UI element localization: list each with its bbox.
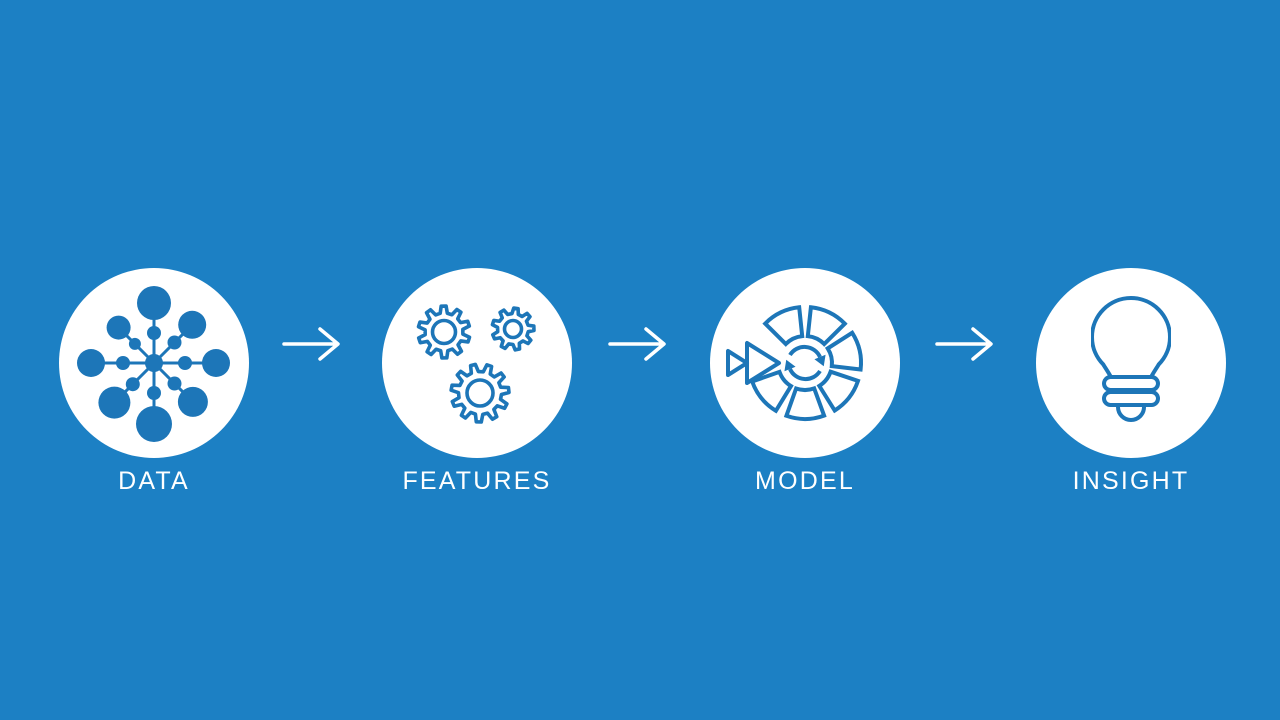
data-network-icon [77, 286, 230, 442]
step-circle [382, 268, 572, 458]
step-label: DATA [118, 467, 190, 495]
step-model: MODEL [710, 268, 900, 496]
step-label: MODEL [755, 467, 855, 495]
lightbulb-icon [1091, 296, 1171, 422]
arrow-right-icon [935, 327, 993, 361]
step-circle [1036, 268, 1226, 458]
step-features: FEATURES [382, 268, 572, 496]
model-iteration-icon [726, 305, 863, 421]
step-circle [59, 268, 249, 458]
gears-icon [416, 304, 536, 424]
step-label: INSIGHT [1072, 467, 1190, 495]
arrow-right-icon [608, 327, 666, 361]
step-data: DATA [59, 268, 249, 496]
arrow-right-icon [282, 327, 340, 361]
step-label: FEATURES [402, 467, 552, 495]
step-insight: INSIGHT [1036, 268, 1226, 496]
step-circle [710, 268, 900, 458]
